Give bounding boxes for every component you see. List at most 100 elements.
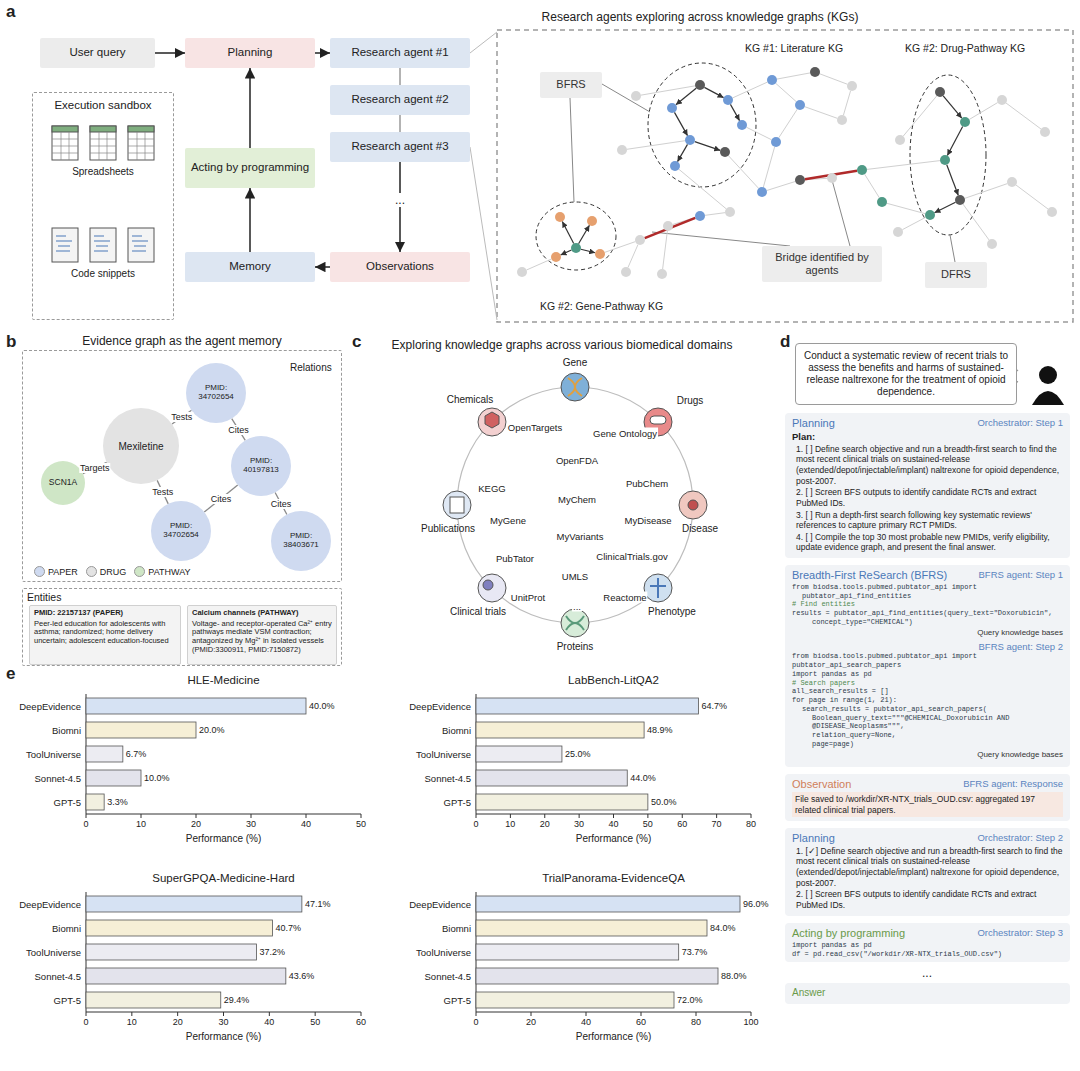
kg-node	[551, 252, 561, 262]
tick-label: 50	[356, 819, 366, 829]
node-text: 2. [ ] Screen BFS outputs to identify ca…	[796, 487, 1063, 508]
node-text: 1. [✓] Define search objective and run a…	[796, 846, 1063, 889]
tick-label: 40	[264, 1017, 274, 1027]
bar-label: DeepEvidence	[19, 899, 81, 910]
domain-name: Phenotype	[648, 606, 696, 617]
node-title: Observations	[366, 260, 434, 274]
kg-node	[1047, 207, 1057, 217]
axis-tick	[613, 814, 614, 818]
kg-node	[893, 227, 903, 237]
database-name: PubChem	[625, 478, 669, 489]
kg-link	[628, 245, 638, 268]
bar	[476, 992, 674, 1008]
step-panel: PlanningOrchestrator: Step 21. [✓] Defin…	[785, 828, 1070, 916]
node-text: Orchestrator: Step 2	[792, 832, 1063, 844]
kg-link	[947, 165, 958, 196]
axis-tick	[251, 814, 252, 818]
kg-link	[865, 174, 880, 198]
kg-link	[663, 231, 668, 269]
node-text: for page in range(1, 21):	[792, 696, 1063, 705]
bar	[476, 722, 644, 738]
node-text: 2. [ ] Screen BFS outputs to identify ca…	[796, 889, 1063, 910]
edge-label: Cites	[270, 499, 293, 509]
kg-link	[867, 161, 940, 170]
domain-name: Proteins	[557, 641, 594, 652]
axis-line	[476, 1012, 751, 1013]
bar-label: Biomni	[52, 725, 81, 736]
axis-tick	[361, 814, 362, 818]
domain-name: Chemicals	[447, 394, 494, 405]
connector	[204, 485, 237, 512]
node-text: BFRS agent: Step 1	[792, 569, 1063, 581]
process-box: Research agent #1	[330, 38, 470, 68]
kg-node	[571, 243, 581, 253]
tick-label: 0	[83, 819, 88, 829]
kg-link	[730, 104, 739, 120]
kg-node	[595, 249, 605, 259]
kg-node	[657, 269, 667, 279]
axis-tick	[141, 814, 142, 818]
node-text: 3. [ ] Run a depth-first search followin…	[796, 510, 1063, 531]
axis-tick	[647, 814, 648, 818]
node-title: Acting by programming	[792, 927, 905, 941]
bar	[86, 770, 141, 786]
bar-label: GPT-5	[444, 995, 471, 1006]
kg-node	[517, 267, 527, 277]
annotation: Code snippets	[71, 268, 135, 279]
zoom-line	[470, 32, 497, 53]
legend-swatch	[134, 566, 145, 577]
tick-label: 20	[173, 1017, 183, 1027]
zoom-line	[470, 147, 497, 320]
kg-link	[887, 203, 925, 213]
spreadsheet-icons	[52, 126, 154, 160]
connector	[399, 68, 400, 85]
node-text: from biodsa.tools.pubmed.pubtator_api im…	[792, 583, 1063, 592]
leader-line	[652, 232, 790, 246]
process-box: PMID: 22157137 (PAPER)Peer-led education…	[29, 605, 181, 665]
kg-region	[497, 30, 1073, 322]
bar-label: Biomni	[442, 725, 471, 736]
tick-label: 0	[83, 1017, 88, 1027]
kg-node	[795, 100, 805, 110]
domain-icons	[443, 373, 707, 637]
code-icons	[52, 228, 154, 262]
kg-link	[947, 126, 962, 155]
kg-node	[757, 187, 767, 197]
axis-tick	[177, 1012, 178, 1016]
kg-link	[561, 250, 572, 255]
graph-node: PMID: 40197813	[231, 436, 291, 496]
domain-name: Drugs	[677, 395, 704, 406]
bar	[86, 944, 257, 960]
annotation: Spreadsheets	[72, 166, 134, 177]
bar-value: 20.0%	[199, 725, 225, 735]
node-title: Research agent #3	[351, 140, 448, 154]
kg-link	[902, 217, 925, 229]
kg-node	[877, 197, 887, 207]
graph-node: PMID: 34702654	[186, 363, 246, 423]
axis-tick	[751, 1012, 752, 1016]
bar	[86, 968, 286, 984]
bar	[476, 896, 740, 912]
database-name: ...	[572, 601, 582, 612]
bar-value: 48.9%	[647, 725, 673, 735]
node-title: Execution sandbox	[54, 99, 151, 113]
step-panel: Acting by programmingOrchestrator: Step …	[785, 923, 1070, 962]
node-text: import pandas as pd	[792, 670, 1063, 679]
graph-node: Mexiletine	[103, 408, 179, 484]
kg-node	[1040, 127, 1050, 137]
bar-label: Sonnet-4.5	[35, 971, 81, 982]
bar-value: 29.4%	[224, 995, 250, 1005]
dfrs-ellipse	[910, 75, 986, 235]
node-text: Boolean_query_text="""@CHEMICAL_Doxorubi…	[792, 714, 1063, 723]
domain-ring	[457, 387, 693, 623]
graph-node: PMID: 38403671	[271, 511, 331, 571]
domain-name: Gene	[563, 357, 587, 368]
bar-value: 72.0%	[677, 995, 703, 1005]
node-text: Plan:	[792, 431, 1063, 443]
connector	[249, 68, 251, 148]
tick-label: 70	[712, 819, 722, 829]
axis-tick	[131, 1012, 132, 1016]
annotation: KG #2: Gene-Pathway KG	[540, 300, 663, 312]
bar-label: GPT-5	[54, 995, 81, 1006]
kg-link	[934, 202, 955, 213]
